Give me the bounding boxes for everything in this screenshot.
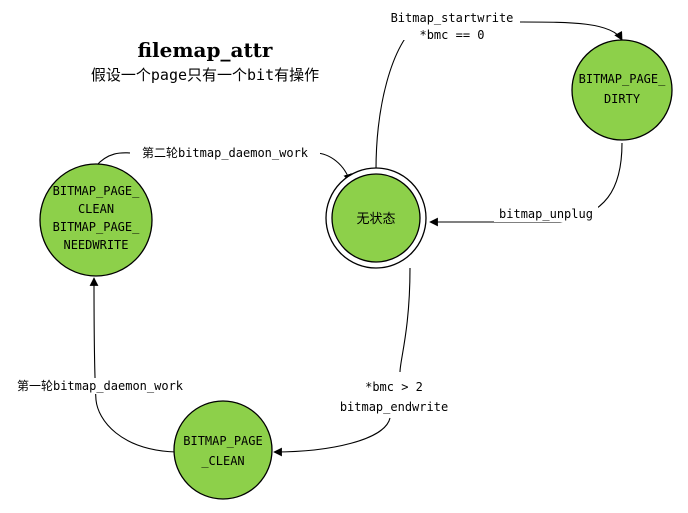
diagram-subtitle: 假设一个page只有一个bit有操作 — [91, 66, 319, 84]
node-clean-needwrite-line-2: CLEAN — [78, 202, 114, 216]
node-clean-needwrite-line-4: NEEDWRITE — [63, 238, 128, 252]
label-daemon-first: 第一轮bitmap_daemon_work — [6, 378, 194, 394]
label-daemon-second-text: 第二轮bitmap_daemon_work — [142, 146, 309, 160]
label-unplug: bitmap_unplug — [494, 206, 598, 222]
node-nostate: 无状态 — [325, 167, 427, 269]
node-nostate-label: 无状态 — [356, 212, 395, 227]
edge-daemon-first — [89, 277, 177, 453]
node-dirty-line-2: DIRTY — [604, 92, 641, 106]
node-dirty-line-1: BITMAP_PAGE_ — [579, 72, 666, 86]
label-unplug-text: bitmap_unplug — [499, 207, 593, 221]
node-clean-needwrite: BITMAP_PAGE_ CLEAN BITMAP_PAGE_ NEEDWRIT… — [39, 163, 153, 277]
node-clean-line-1: BITMAP_PAGE — [183, 434, 262, 448]
diagram-title: filemap_attr — [138, 38, 273, 62]
node-dirty: BITMAP_PAGE_ DIRTY — [571, 39, 673, 141]
label-startwrite-line-2: *bmc == 0 — [419, 28, 484, 42]
label-startwrite: Bitmap_startwrite *bmc == 0 — [384, 8, 520, 42]
label-endwrite-line-2: bitmap_endwrite — [340, 400, 448, 414]
label-startwrite-line-1: Bitmap_startwrite — [391, 11, 514, 25]
label-endwrite-line-1: *bmc > 2 — [365, 380, 423, 394]
label-daemon-second: 第二轮bitmap_daemon_work — [130, 145, 320, 161]
label-daemon-first-text: 第一轮bitmap_daemon_work — [17, 379, 184, 393]
node-clean-needwrite-line-1: BITMAP_PAGE_ — [53, 184, 140, 198]
node-clean: BITMAP_PAGE _CLEAN — [173, 400, 273, 500]
edge-endwrite — [274, 267, 411, 452]
node-clean-needwrite-line-3: BITMAP_PAGE_ — [53, 220, 140, 234]
node-clean-line-2: _CLEAN — [201, 454, 244, 468]
label-endwrite: *bmc > 2 bitmap_endwrite — [334, 376, 454, 416]
